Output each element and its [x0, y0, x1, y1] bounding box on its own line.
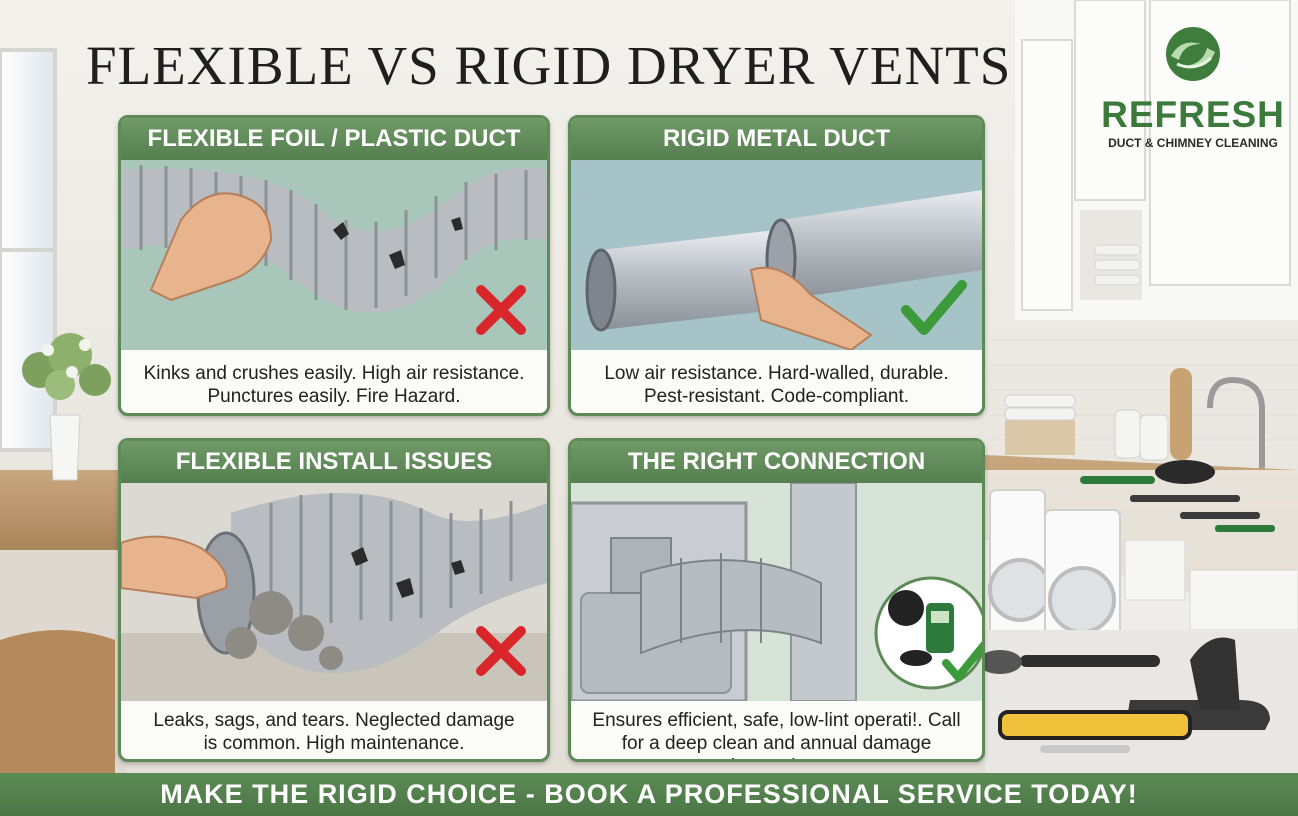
panel-flexible-foil: FLEXIBLE FOIL / PLASTIC DUCT Kinks and c… — [118, 115, 550, 416]
damaged-duct-illustration — [121, 483, 547, 701]
tools-decoration — [978, 637, 1270, 753]
flexible-duct-illustration — [121, 160, 547, 350]
page-title: FLEXIBLE VS RIGID DRYER VENTS — [86, 35, 1012, 96]
company-logo: REFRESH DUCT & CHIMNEY CLEANING — [1096, 24, 1290, 154]
check-icon — [901, 280, 967, 335]
brush-tool-decoration — [1080, 460, 1275, 532]
logo-tagline: DUCT & CHIMNEY CLEANING — [1108, 136, 1278, 150]
panel-description-line-1: Kinks and crushes easily. High air resis… — [143, 363, 525, 384]
panel-description-line-1: Ensures efficient, safe, low-lint operat… — [592, 710, 961, 731]
swirl-logo-icon — [1166, 27, 1220, 81]
panel-flexible-install-issues: FLEXIBLE INSTALL ISSUES Leaks, sags, and… — [118, 438, 550, 762]
check-icon — [942, 641, 982, 681]
panel-heading: FLEXIBLE FOIL / PLASTIC DUCT — [121, 118, 547, 160]
right-connection-illustration — [571, 483, 982, 701]
panel-heading: RIGID METAL DUCT — [571, 118, 982, 160]
cross-icon — [476, 285, 526, 335]
panel-heading: FLEXIBLE INSTALL ISSUES — [121, 441, 547, 483]
panel-right-connection: THE RIGHT CONNECTION Ensures efficient, … — [568, 438, 985, 762]
panel-description-line-2: Pest-resistant. Code-compliant. — [643, 386, 910, 407]
panel-description-line-1: Low air resistance. Hard-walled, durable… — [604, 363, 949, 384]
plant-decoration — [22, 333, 111, 481]
call-to-action-banner: MAKE THE RIGID CHOICE - BOOK A PROFESSIO… — [0, 773, 1298, 816]
panel-heading: THE RIGHT CONNECTION — [571, 441, 982, 483]
panel-rigid-metal: RIGID METAL DUCT Low air resistance. Har… — [568, 115, 985, 416]
panel-description-line-2: Punctures easily. Fire Hazard. — [207, 386, 461, 407]
logo-name: REFRESH — [1101, 94, 1285, 135]
panel-description-line-2: is common. High maintenance. — [203, 733, 465, 754]
cross-icon — [476, 626, 526, 676]
panel-description-line-2: for a deep clean and annual damage inspe… — [621, 733, 932, 759]
panel-description-line-1: Leaks, sags, and tears. Neglected damage — [153, 710, 515, 731]
rigid-duct-illustration — [571, 160, 982, 350]
